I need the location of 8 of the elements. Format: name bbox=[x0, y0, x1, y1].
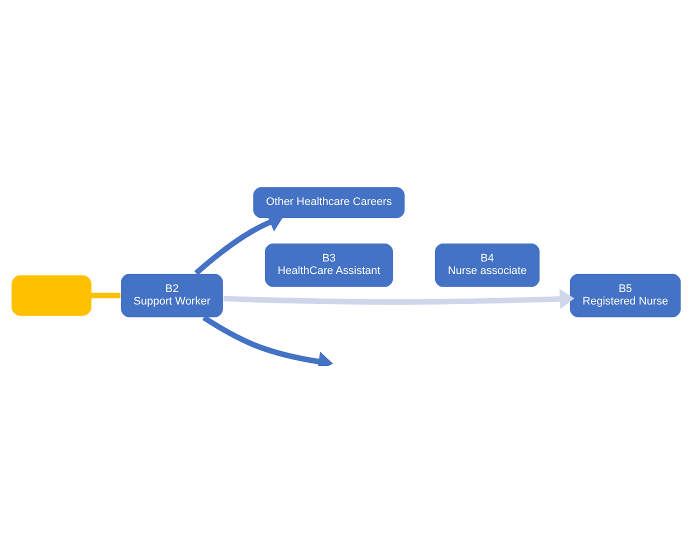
connector bbox=[91, 292, 120, 298]
node-box: B5 Registered Nurse bbox=[569, 272, 682, 318]
arrow bbox=[223, 288, 574, 309]
node-box bbox=[12, 274, 92, 316]
node-box: B2 Support Worker bbox=[120, 272, 224, 318]
node-box: Other Healthcare Careers bbox=[252, 186, 406, 218]
node-box: B4 Nurse associate bbox=[434, 242, 540, 288]
node-box: B3 HealthCare Assistant bbox=[264, 242, 394, 288]
